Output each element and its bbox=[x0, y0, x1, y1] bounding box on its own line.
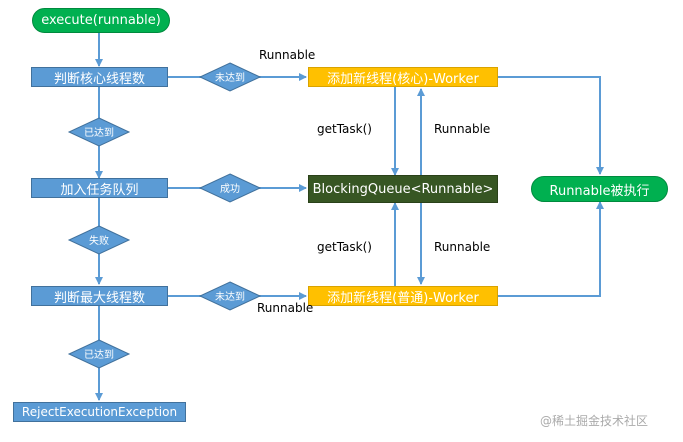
decision-max-not-reached-label: 未达到 bbox=[215, 291, 245, 303]
edge-label-gettask-bottom: getTask() bbox=[317, 240, 372, 254]
decision-max-reached bbox=[67, 339, 131, 369]
edge-label-runnable-mid-top: Runnable bbox=[434, 122, 491, 136]
arrow-add-normal-to-exec bbox=[498, 201, 604, 297]
decision-queue-fail-label: 失败 bbox=[89, 234, 109, 247]
node-reject: RejectExecutionException bbox=[13, 402, 186, 422]
edge-label-runnable-mid-bottom: Runnable bbox=[434, 240, 491, 254]
node-add-queue: 加入任务队列 bbox=[31, 178, 168, 198]
decision-queue-success-label: 成功 bbox=[220, 183, 240, 195]
node-runnable-executed: Runnable被执行 bbox=[531, 176, 668, 202]
node-add-core-worker: 添加新线程(核心)-Worker bbox=[308, 67, 498, 87]
decision-max-not-reached bbox=[198, 281, 262, 311]
decision-core-reached-label: 已达到 bbox=[84, 127, 114, 139]
arrow-add-core-to-exec bbox=[498, 76, 604, 175]
node-check-core: 判断核心线程数 bbox=[31, 67, 168, 87]
decision-queue-fail bbox=[67, 225, 131, 255]
decision-queue-success bbox=[198, 173, 262, 203]
node-check-max: 判断最大线程数 bbox=[31, 286, 168, 306]
node-execute: execute(runnable) bbox=[32, 8, 170, 33]
decision-core-not-reached bbox=[198, 62, 262, 92]
node-blocking-queue: BlockingQueue<Runnable> bbox=[308, 175, 498, 203]
edge-label-gettask-top: getTask() bbox=[317, 122, 372, 136]
watermark: @稀土掘金技术社区 bbox=[540, 414, 649, 428]
edge-label-runnable-bottom: Runnable bbox=[257, 301, 314, 315]
decision-core-not-reached-label: 未达到 bbox=[215, 72, 245, 84]
decision-max-reached-label: 已达到 bbox=[84, 349, 114, 361]
decision-core-reached bbox=[67, 117, 131, 147]
edge-label-runnable-top: Runnable bbox=[259, 48, 316, 62]
node-add-normal-worker: 添加新线程(普通)-Worker bbox=[308, 286, 498, 306]
